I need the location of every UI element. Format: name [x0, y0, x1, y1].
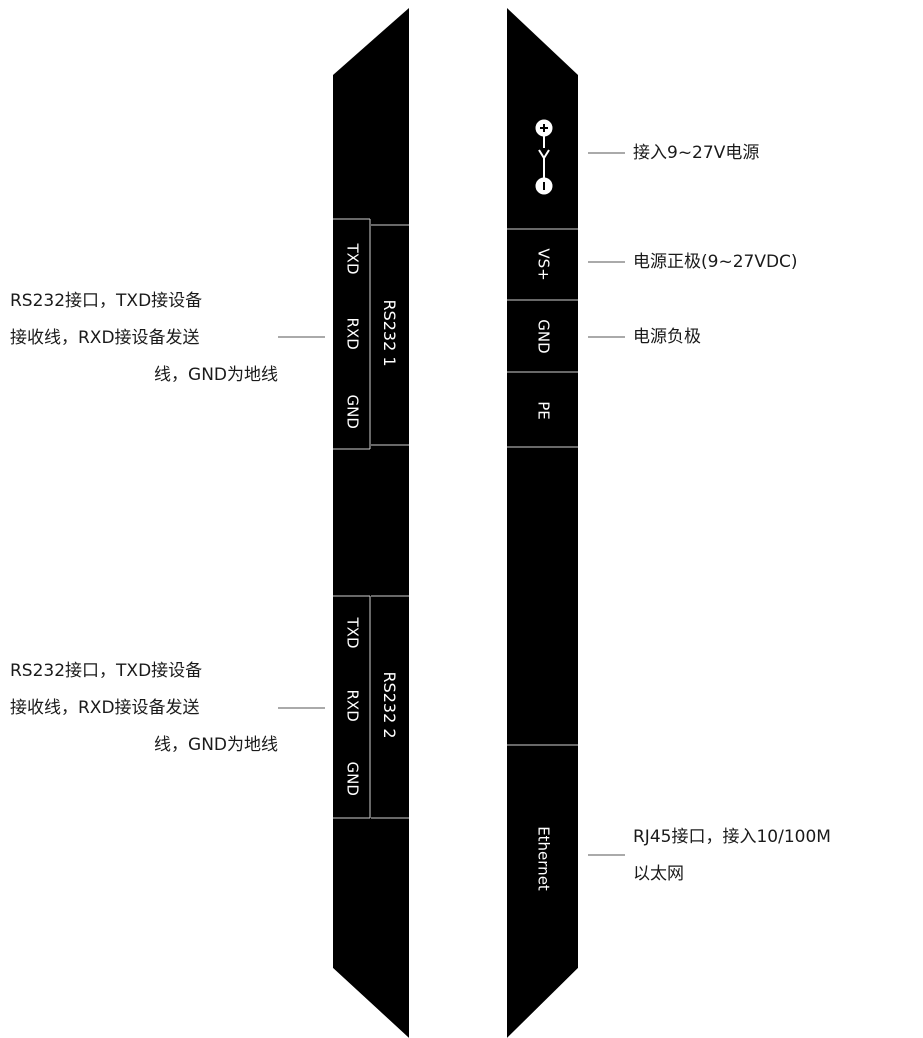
callout-ethernet-line2: 以太网 [633, 864, 684, 884]
rs232-2-rxd-label: RXD [343, 689, 362, 722]
callout-power-input: 接入9~27V电源 [633, 135, 759, 172]
right-terminal-strip [507, 8, 578, 1038]
callout-ethernet: RJ45接口，接入10/100M 以太网 [633, 819, 831, 893]
left-terminal-strip [333, 8, 409, 1038]
rs232-2-title: RS232 2 [380, 671, 399, 739]
callout-rs232-2-line1: RS232接口，TXD接设备 [10, 661, 203, 681]
ethernet-label: Ethernet [534, 826, 553, 891]
rs232-1-txd-label: TXD [343, 243, 362, 275]
gnd-label: GND [534, 319, 553, 354]
callout-gnd: 电源负极 [633, 319, 701, 356]
vs-plus-label: VS+ [534, 248, 553, 281]
rs232-1-gnd-label: GND [343, 394, 362, 429]
left-strip-bottom-notch [333, 968, 409, 1038]
callout-ethernet-line1: RJ45接口，接入10/100M [633, 827, 831, 847]
callout-rs232-2: RS232接口，TXD接设备 接收线，RXD接设备发送 线，GND为地线 [10, 653, 278, 764]
rs232-2-txd-label: TXD [343, 617, 362, 649]
callout-rs232-1-line2: 接收线，RXD接设备发送 [10, 328, 200, 348]
callout-gnd-text: 电源负极 [633, 327, 701, 347]
pe-label: PE [534, 401, 553, 420]
right-strip-dividers [507, 228, 578, 746]
callout-rs232-1-line3: 线，GND为地线 [154, 365, 278, 385]
right-strip-bottom-notch [507, 968, 578, 1038]
callout-rs232-1-line1: RS232接口，TXD接设备 [10, 291, 203, 311]
rs232-1-title: RS232 1 [380, 299, 399, 367]
callout-power-input-text: 接入9~27V电源 [633, 143, 760, 163]
callout-rs232-1: RS232接口，TXD接设备 接收线，RXD接设备发送 线，GND为地线 [10, 283, 278, 394]
leader-lines [278, 152, 625, 856]
callout-rs232-2-line3: 线，GND为地线 [154, 735, 278, 755]
callout-vs-plus-text: 电源正极(9~27VDC) [633, 252, 798, 272]
rs232-2-gnd-label: GND [343, 761, 362, 796]
left-strip-dividers [333, 218, 409, 819]
callout-rs232-2-line2: 接收线，RXD接设备发送 [10, 698, 200, 718]
power-polarity-icon [535, 119, 553, 195]
callout-vs-plus: 电源正极(9~27VDC) [633, 244, 798, 281]
rs232-1-rxd-label: RXD [343, 317, 362, 350]
